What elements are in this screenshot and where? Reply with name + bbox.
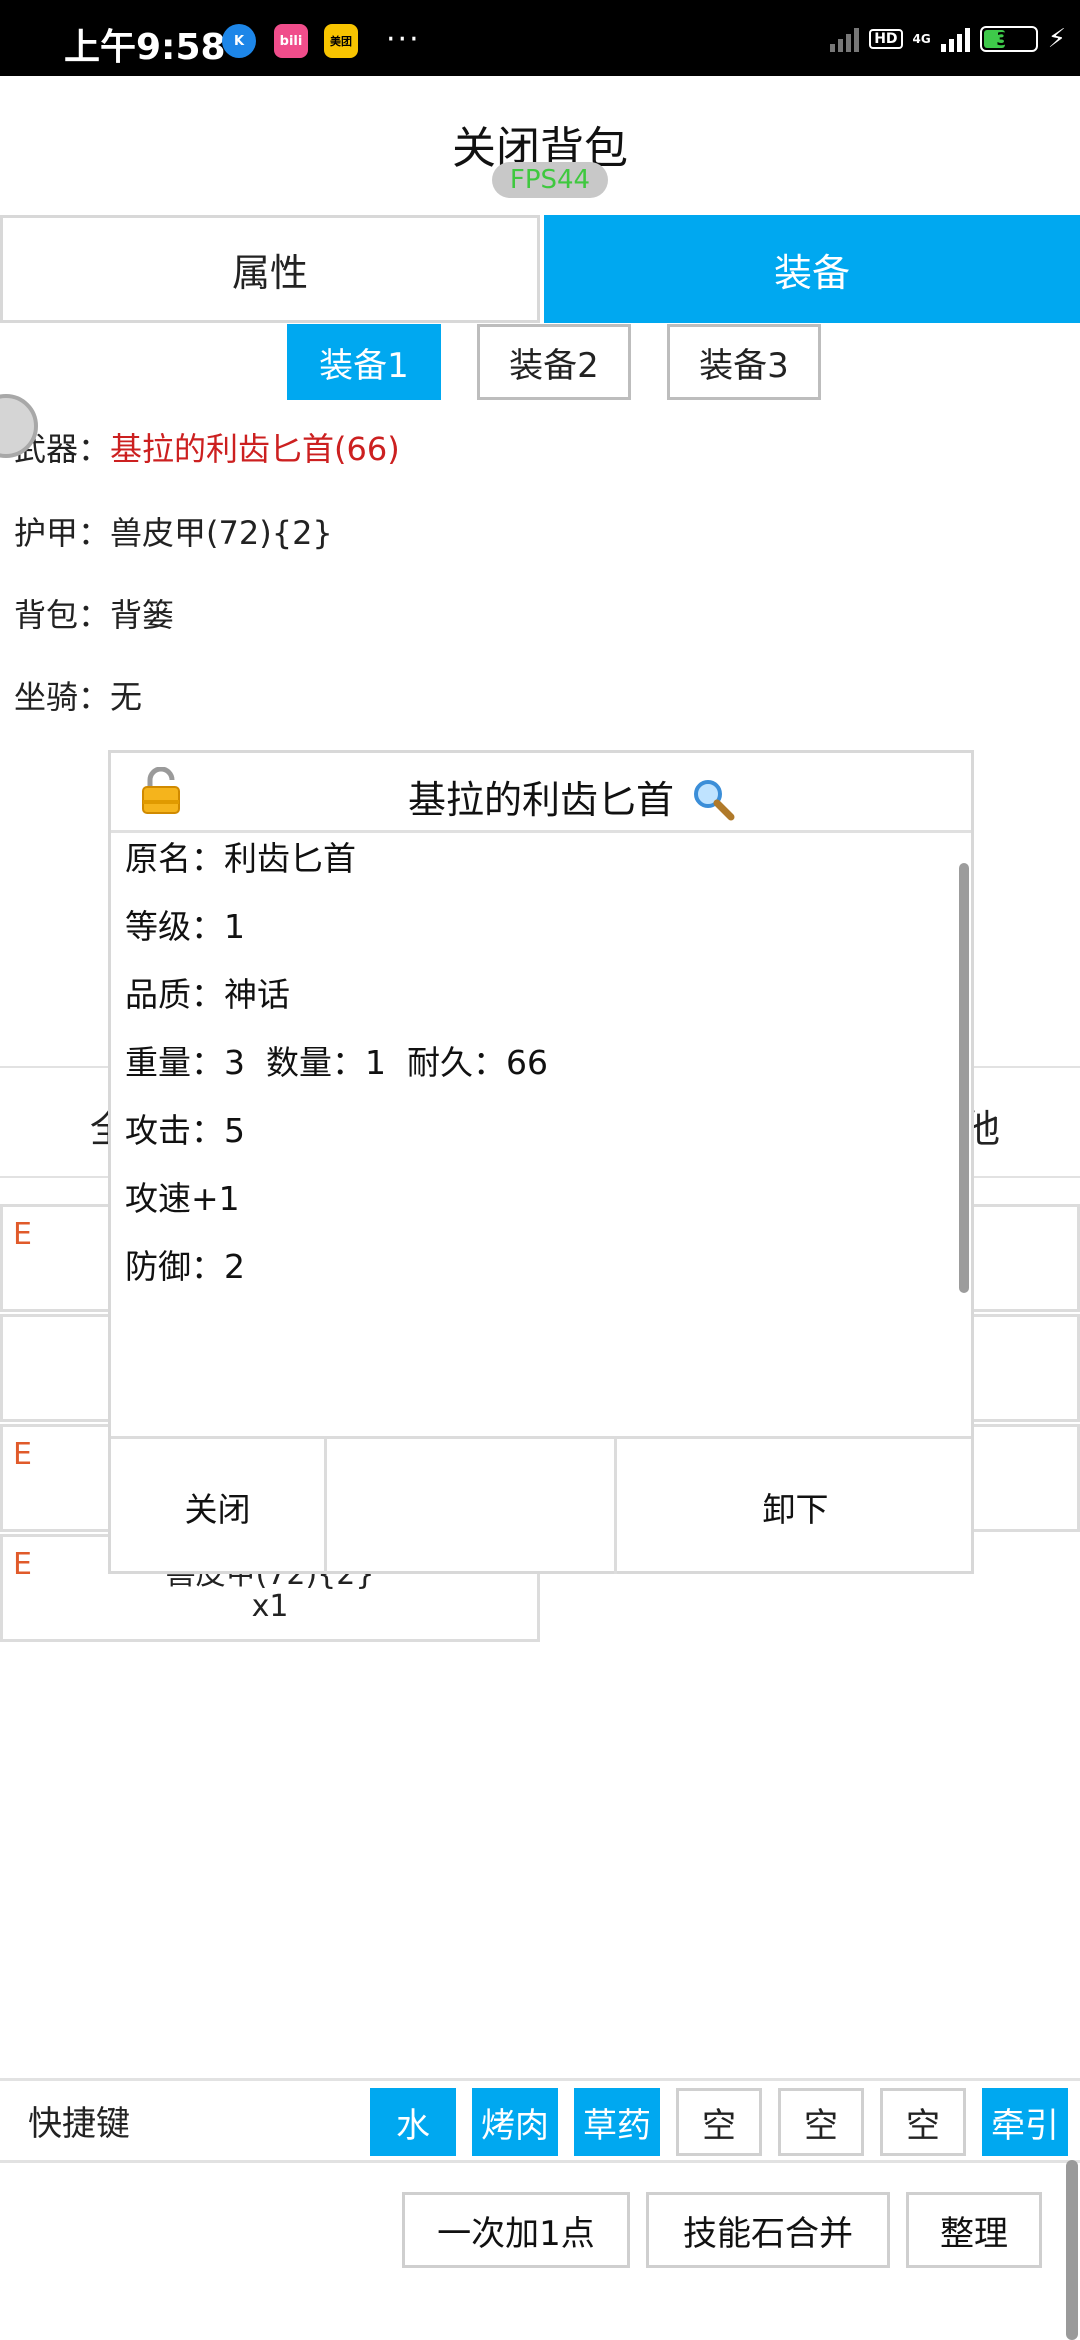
equipped-marker: E xyxy=(13,1547,32,1582)
fps-badge: FPS44 xyxy=(492,162,608,198)
signal-sim2-icon xyxy=(940,26,970,52)
merge-skill-stone-button[interactable]: 技能石合并 xyxy=(646,2192,890,2268)
hotkey-roast-meat[interactable]: 烤肉 xyxy=(472,2088,558,2156)
dialog-title: 基拉的利齿匕首 xyxy=(407,778,674,822)
slot-value[interactable]: 背篓 xyxy=(110,596,175,634)
slot-bag[interactable]: 背包：背篓 xyxy=(14,590,174,636)
status-right-group: HD 4G 34 ⚡ xyxy=(830,22,1066,56)
slot-label: 护甲： xyxy=(14,514,111,552)
divider xyxy=(0,2160,1080,2163)
item-quantity: x1 xyxy=(251,1589,289,1624)
divider xyxy=(0,2078,1080,2081)
slot-label: 坐骑： xyxy=(14,678,111,716)
hotkey-herb[interactable]: 草药 xyxy=(574,2088,660,2156)
slot-armor[interactable]: 护甲：兽皮甲(72){2} xyxy=(14,508,333,554)
hd-badge: HD xyxy=(869,29,903,49)
equip-set-2-button[interactable]: 装备2 xyxy=(477,324,631,400)
search-icon[interactable] xyxy=(691,777,735,821)
battery-level: 34 xyxy=(996,28,1022,50)
attr-defense: 防御：2 xyxy=(125,1247,245,1286)
charging-icon: ⚡ xyxy=(1047,24,1066,54)
status-bar: 上午9:58 K bili 美团 ··· HD 4G 34 ⚡ xyxy=(0,0,1080,76)
status-time: 上午9:58 xyxy=(64,27,226,68)
more-notifications-icon: ··· xyxy=(386,22,421,57)
hotkey-label: 快捷键 xyxy=(28,2104,130,2144)
hotkey-empty-3[interactable]: 空 xyxy=(880,2088,966,2156)
hotkey-water[interactable]: 水 xyxy=(370,2088,456,2156)
meituan-icon: 美团 xyxy=(324,24,358,58)
attr-original-name: 原名：利齿匕首 xyxy=(125,839,356,878)
equipped-marker: E xyxy=(13,1437,32,1472)
dialog-footer: 关闭 卸下 xyxy=(111,1436,971,1574)
slot-label: 背包： xyxy=(14,596,111,634)
slot-weapon[interactable]: 武器：基拉的利齿匕首(66) xyxy=(14,424,400,470)
slot-value[interactable]: 无 xyxy=(110,678,143,716)
close-button[interactable]: 关闭 xyxy=(111,1439,327,1574)
page-scrollbar[interactable] xyxy=(1066,2160,1078,2340)
slot-value[interactable]: 基拉的利齿匕首(66) xyxy=(110,430,400,468)
item-attributes-list: 原名：利齿匕首 等级：1 品质：神话 重量：3 数量：1 耐久：66 攻击：5 … xyxy=(125,837,955,1313)
empty-button-slot xyxy=(330,1439,617,1574)
equipped-marker: E xyxy=(13,1217,32,1252)
hotkey-empty-1[interactable]: 空 xyxy=(676,2088,762,2156)
item-detail-dialog: 基拉的利齿匕首 原名：利齿匕首 等级：1 品质：神话 重量：3 数量：1 耐久：… xyxy=(108,750,974,1574)
dialog-header: 基拉的利齿匕首 xyxy=(111,753,971,833)
attr-weight-qty-durability: 重量：3 数量：1 耐久：66 xyxy=(125,1043,548,1082)
dialog-scrollbar[interactable] xyxy=(959,863,969,1293)
network-type: 4G xyxy=(912,32,931,46)
k-app-icon: K xyxy=(222,24,256,58)
slot-value[interactable]: 兽皮甲(72){2} xyxy=(110,514,333,552)
slot-mount[interactable]: 坐骑：无 xyxy=(14,672,142,718)
signal-sim1-icon xyxy=(830,26,860,52)
equip-set-3-button[interactable]: 装备3 xyxy=(667,324,821,400)
battery-icon: 34 xyxy=(979,26,1038,52)
hotkey-traction[interactable]: 牵引 xyxy=(982,2088,1068,2156)
tab-attributes[interactable]: 属性 xyxy=(0,215,540,323)
attr-attack-speed: 攻速+1 xyxy=(125,1179,240,1218)
attr-quality: 品质：神话 xyxy=(125,975,290,1014)
attr-attack: 攻击：5 xyxy=(125,1111,245,1150)
equip-set-1-button[interactable]: 装备1 xyxy=(287,324,441,400)
bilibili-icon: bili xyxy=(274,24,308,58)
attr-level: 等级：1 xyxy=(125,907,245,946)
tab-equipment[interactable]: 装备 xyxy=(544,215,1080,323)
sort-button[interactable]: 整理 xyxy=(906,2192,1042,2268)
lock-icon[interactable] xyxy=(141,767,181,815)
hotkey-empty-2[interactable]: 空 xyxy=(778,2088,864,2156)
unequip-button[interactable]: 卸下 xyxy=(762,1489,829,1529)
add-one-point-button[interactable]: 一次加1点 xyxy=(402,2192,630,2268)
